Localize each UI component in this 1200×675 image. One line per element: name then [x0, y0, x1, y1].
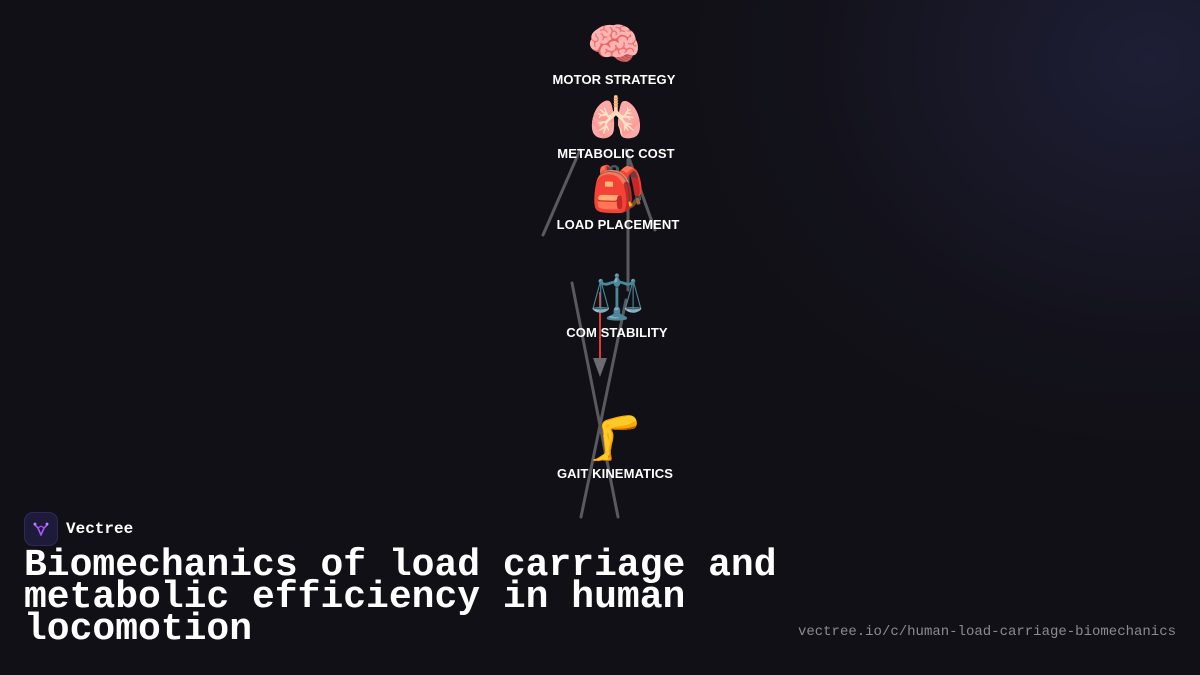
node-label: MOTOR STRATEGY [552, 72, 676, 87]
node-motor-strategy: 🧠 MOTOR STRATEGY [504, 20, 724, 87]
brand[interactable]: Vectree [24, 512, 133, 546]
brand-name: Vectree [66, 520, 134, 538]
node-label: GAIT KINEMATICS [556, 466, 674, 481]
node-label: LOAD PLACEMENT [556, 217, 680, 232]
right-leg-line [579, 298, 628, 519]
page-title: Biomechanics of load carriage and metabo… [24, 544, 777, 651]
left-leg-line [570, 281, 620, 519]
lungs-icon: 🫁 [588, 94, 644, 143]
right-arm-line [624, 148, 657, 232]
vectree-logo-icon [24, 512, 58, 546]
node-label: METABOLIC COST [557, 146, 675, 161]
node-load-placement: 🎒 LOAD PLACEMENT [508, 165, 728, 232]
node-gait-kinematics: 🦵 GAIT KINEMATICS [505, 414, 725, 481]
force-vector-arrowhead [593, 358, 607, 377]
leg-icon: 🦵 [587, 414, 643, 463]
left-arm-line [541, 148, 582, 237]
balance-scale-icon: ⚖️ [589, 273, 645, 322]
node-com-stability: ⚖️ COM STABILITY [507, 273, 727, 340]
node-metabolic-cost: 🫁 METABOLIC COST [506, 94, 726, 161]
node-label: COM STABILITY [566, 325, 668, 340]
page-url[interactable]: vectree.io/c/human-load-carriage-biomech… [797, 624, 1176, 640]
brain-icon: 🧠 [586, 20, 642, 69]
backpack-icon: 🎒 [590, 165, 646, 214]
